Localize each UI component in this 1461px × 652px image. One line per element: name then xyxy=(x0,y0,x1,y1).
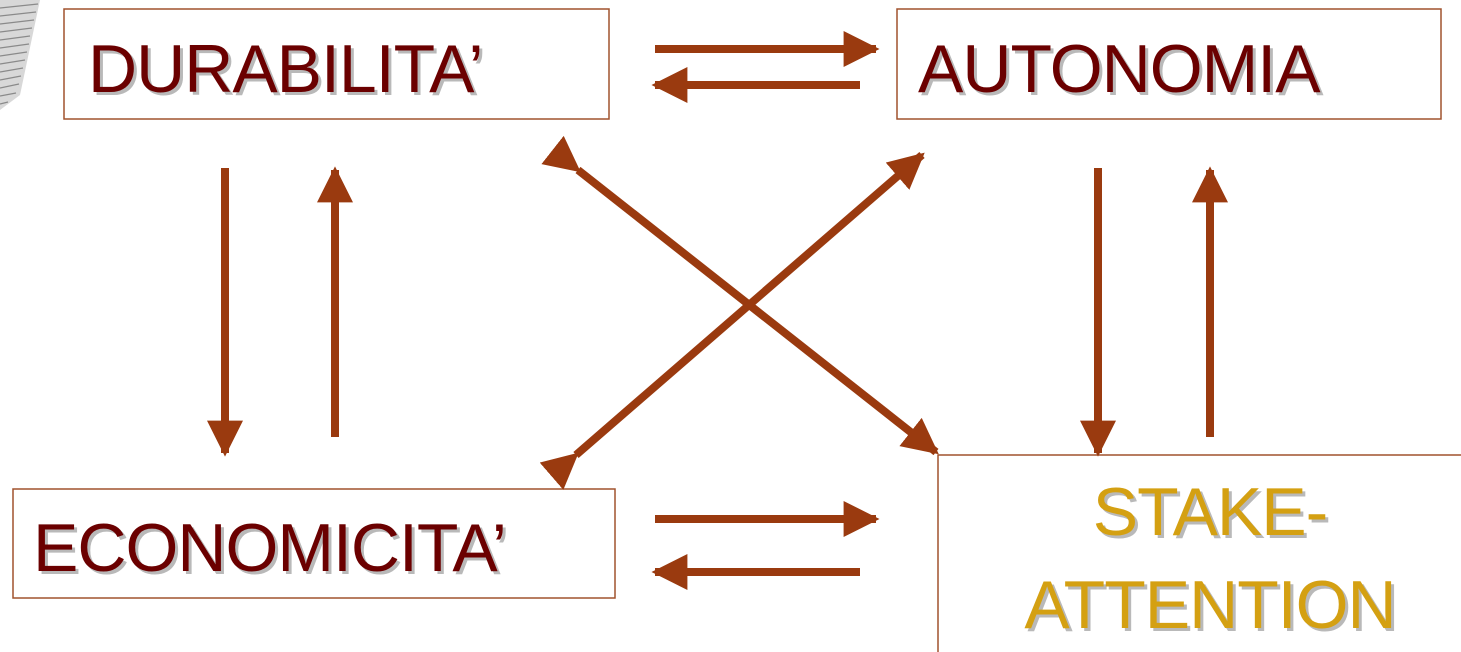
stake-label-line2-shadow: ATTENTION xyxy=(1027,570,1398,646)
autonomia-box xyxy=(896,8,1442,120)
autonomia-label: AUTONOMIA AUTONOMIA xyxy=(918,31,1325,110)
stake-label-line2: ATTENTION xyxy=(1024,567,1395,643)
arrows xyxy=(207,31,1228,590)
durabilita-label-shadow: DURABILITA’ xyxy=(91,34,486,110)
autonomia-label-shadow: AUTONOMIA xyxy=(921,34,1324,110)
economicita-label-shadow: ECONOMICITA’ xyxy=(36,513,509,589)
arrow-economicita-autonomia-diagonal xyxy=(539,151,925,490)
stake-label-line1-shadow: STAKE- xyxy=(1096,477,1331,553)
economicita-box xyxy=(12,488,616,599)
durabilita-label-text: DURABILITA’ xyxy=(88,31,483,107)
economicita-label-text: ECONOMICITA’ xyxy=(33,510,506,586)
autonomia-label-text: AUTONOMIA xyxy=(918,31,1321,107)
durabilita-box xyxy=(63,8,610,120)
stake-attention-box xyxy=(937,454,1461,652)
stake-label-line1: STAKE- xyxy=(1093,474,1328,550)
stake-attention-label: STAKE- STAKE- ATTENTION ATTENTION xyxy=(1024,474,1399,646)
durabilita-label: DURABILITA’ DURABILITA’ xyxy=(88,31,487,110)
economicita-label: ECONOMICITA’ ECONOMICITA’ xyxy=(33,510,510,589)
corner-stripes-decoration xyxy=(0,0,40,110)
